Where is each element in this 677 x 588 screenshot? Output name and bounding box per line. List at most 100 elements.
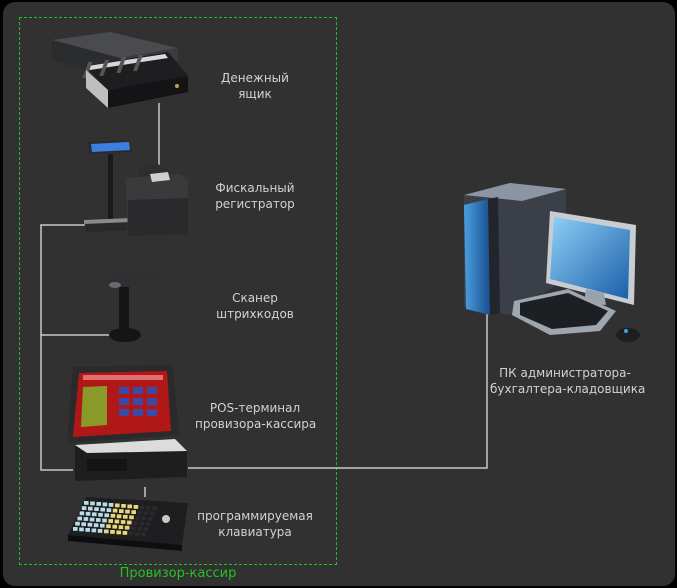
- keyboard-key: [81, 522, 86, 527]
- keyboard-key: [115, 503, 120, 508]
- keyboard-key: [108, 503, 114, 507]
- cash-drawer-icon: [52, 32, 188, 108]
- keyboard-key: [77, 516, 82, 521]
- keyboard-key: [106, 508, 112, 512]
- pos-terminal-icon: [67, 365, 187, 481]
- keyboard-key: [96, 502, 101, 506]
- fiscal-printer-icon: [84, 140, 188, 236]
- fiscal-printer-label: Фискальный регистратор: [205, 180, 305, 212]
- wire-terminal-pc: [188, 312, 488, 469]
- keyboard-key: [133, 521, 138, 525]
- keyboard-key: [121, 504, 126, 508]
- keyboard-key: [104, 529, 109, 534]
- keyboard-key: [116, 514, 122, 519]
- keyboard-key: [135, 532, 140, 536]
- desktop-pc-icon: [464, 183, 640, 342]
- keyboard-key: [139, 505, 145, 510]
- keyboard-key: [145, 522, 151, 526]
- keyboard-key: [146, 506, 151, 510]
- keyboard-key: [143, 511, 149, 515]
- keyboard-key: [100, 523, 105, 528]
- label-line: Фискальный: [215, 181, 295, 195]
- keyboard-key: [137, 510, 143, 515]
- keyboard-key: [125, 509, 130, 514]
- keyboard-key: [108, 519, 113, 523]
- barcode-scanner-label: Сканер штрихкодов: [205, 290, 305, 322]
- keyboard-key: [81, 506, 87, 510]
- keyboard-key: [79, 527, 84, 532]
- keyboard-key: [98, 512, 103, 517]
- keyboard-key: [104, 513, 109, 518]
- programmable-keyboard-label: программируемая клавиатура: [195, 508, 315, 540]
- keyboard-key: [90, 501, 95, 506]
- keyboard-key: [114, 519, 120, 524]
- keyboard-key: [85, 528, 90, 532]
- keyboard-key: [102, 518, 107, 523]
- wire-display-bus: [40, 224, 88, 471]
- keyboard-key: [94, 507, 99, 511]
- keyboard-key: [89, 517, 95, 522]
- keyboard-key: [143, 527, 148, 532]
- label-line: штрихкодов: [216, 307, 294, 321]
- keyboard-key: [85, 511, 91, 516]
- label-line: Сканер: [232, 291, 278, 305]
- keyboard-key: [118, 525, 124, 530]
- keyboard-key: [119, 509, 124, 513]
- label-line: провизора-кассира: [195, 417, 317, 431]
- keyboard-key: [97, 529, 103, 533]
- keyboard-key: [112, 508, 118, 513]
- label-line: ПК администратора-: [499, 366, 631, 380]
- barcode-scanner-icon: [109, 268, 161, 342]
- keyboard-key: [152, 506, 157, 511]
- keyboard-key: [124, 525, 130, 530]
- keyboard-key: [112, 524, 117, 529]
- keyboard-key: [141, 532, 146, 537]
- keyboard-key: [122, 531, 128, 535]
- keyboard-key: [110, 530, 115, 534]
- label-line: регистратор: [215, 197, 295, 211]
- label-line: Денежный: [221, 71, 289, 85]
- admin-pc-label: ПК администратора- бухгалтера-кладовщика: [490, 365, 646, 397]
- label-line: программируемая: [197, 509, 313, 523]
- keyboard-key: [73, 527, 78, 531]
- keyboard-key: [87, 522, 93, 527]
- cashier-group-label: Провизор-кассир: [119, 566, 237, 581]
- keyboard-key: [92, 512, 97, 517]
- keyboard-key: [102, 502, 108, 507]
- keyboard-key: [84, 501, 89, 505]
- keyboard-key: [141, 516, 147, 521]
- keyboard-key: [88, 506, 93, 511]
- cashier-group-boundary: [19, 17, 337, 565]
- keyboard-key: [79, 511, 85, 516]
- keyboard-key: [150, 511, 155, 516]
- keyboard-key: [110, 513, 116, 518]
- keyboard-key: [133, 505, 139, 509]
- programmable-keyboard-icon: [68, 497, 188, 551]
- keyboard-key: [91, 528, 97, 533]
- label-line: клавиатура: [218, 525, 292, 539]
- keyboard-key: [127, 504, 132, 509]
- keyboard-key: [100, 507, 105, 512]
- keyboard-key: [137, 526, 142, 531]
- label-line: ящик: [238, 87, 272, 101]
- keyboard-key: [135, 515, 140, 520]
- keyboard-key: [131, 526, 136, 531]
- keyboard-key: [129, 515, 134, 520]
- keyboard-key: [75, 521, 80, 526]
- keyboard-key: [93, 523, 99, 528]
- keyboard-key: [106, 524, 111, 529]
- label-line: бухгалтера-кладовщика: [490, 382, 646, 396]
- keyboard-key: [131, 510, 136, 514]
- label-line: POS-терминал: [209, 401, 301, 415]
- keyboard-key: [147, 516, 153, 521]
- keyboard-key: [139, 521, 144, 526]
- pos-terminal-label: POS-терминал провизора-кассира: [195, 400, 317, 432]
- keyboard-key: [128, 531, 134, 536]
- keyboard-key: [83, 517, 89, 521]
- keyboard-key: [123, 514, 128, 519]
- keyboard-key: [120, 520, 126, 524]
- keyboard-key: [127, 520, 132, 525]
- cash-drawer-label: Денежный ящик: [210, 70, 300, 102]
- keyboard-key: [116, 530, 121, 535]
